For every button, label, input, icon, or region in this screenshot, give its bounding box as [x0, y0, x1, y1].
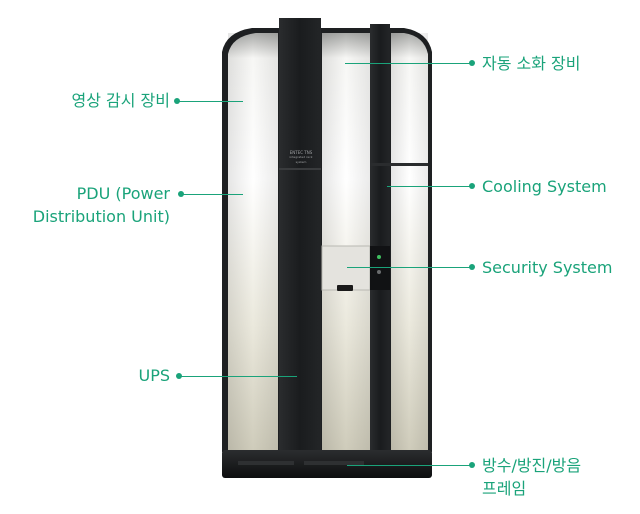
label-cooling: Cooling System	[482, 177, 607, 196]
label-pdu: PDU (Power Distribution Unit)	[33, 182, 170, 228]
label-cctv: 영상 감시 장비	[71, 91, 171, 110]
dot-security	[469, 264, 475, 270]
label-frame-line1: 방수/방진/방음	[482, 456, 582, 475]
dot-fire	[469, 60, 475, 66]
leader-cooling	[387, 186, 472, 187]
label-pdu-line2: Distribution Unit)	[32, 207, 170, 226]
security-console	[321, 245, 371, 291]
leader-ups	[179, 376, 297, 377]
leader-pdu	[181, 194, 243, 195]
product-logo: ENTEC TNS integrated rack system	[289, 150, 313, 164]
label-pdu-line1: PDU (Power	[76, 184, 170, 203]
leader-security	[347, 267, 472, 268]
dot-frame	[469, 462, 475, 468]
leader-frame	[347, 465, 472, 466]
dot-cooling	[469, 183, 475, 189]
label-security: Security System	[482, 258, 613, 277]
label-fire: 자동 소화 장비	[482, 54, 581, 73]
dark-column-left	[279, 18, 321, 450]
dark-column-right	[370, 24, 390, 450]
leader-fire	[345, 63, 472, 64]
label-frame-line2: 프레임	[482, 479, 527, 498]
label-ups: UPS	[138, 366, 170, 385]
label-frame: 방수/방진/방음 프레임	[482, 454, 581, 500]
leader-cctv	[177, 101, 243, 102]
